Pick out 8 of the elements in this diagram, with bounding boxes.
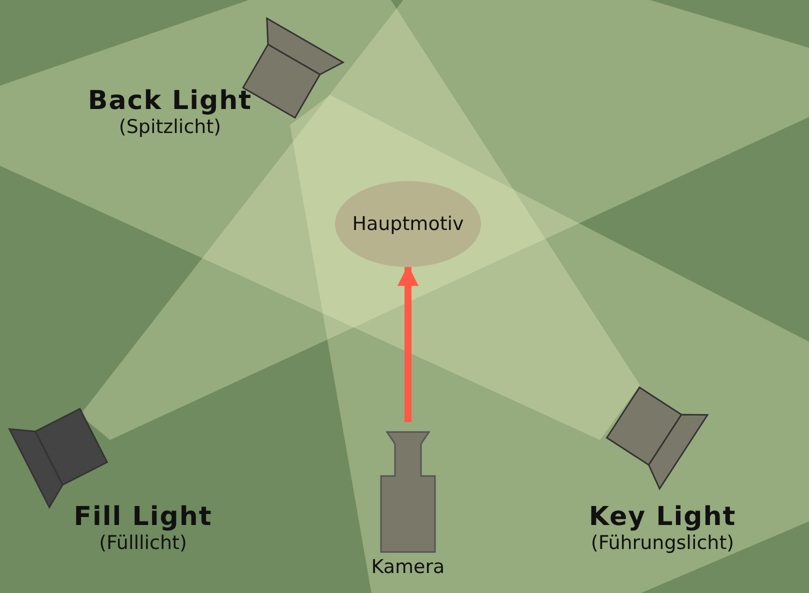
light-subtitle: (Führungslicht): [590, 532, 736, 554]
camera-label: Kamera: [370, 556, 446, 578]
light-subtitle: (Fülllicht): [98, 532, 188, 554]
light-name: Fill Light: [72, 502, 214, 532]
arrow: [398, 264, 418, 422]
light-name: Back Light: [86, 86, 254, 116]
light-name: Key Light: [588, 502, 738, 532]
light-subtitle: (Spitzlicht): [118, 116, 222, 138]
